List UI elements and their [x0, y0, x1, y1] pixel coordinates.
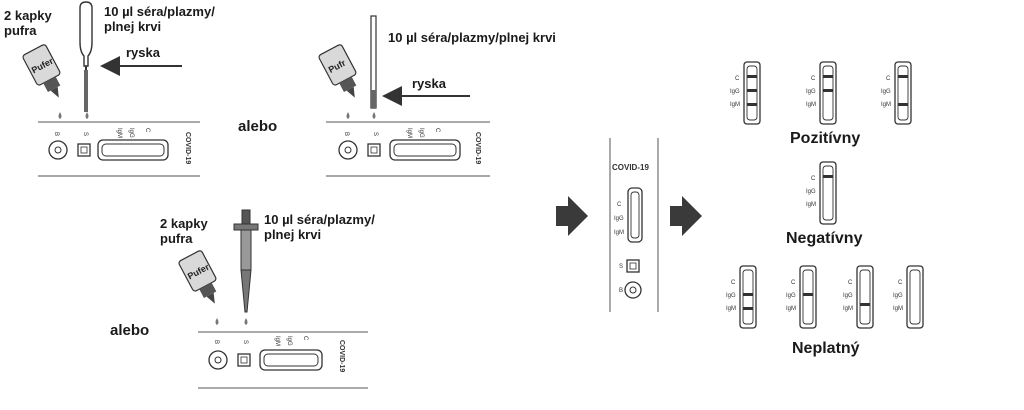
line-label: ryska	[126, 45, 160, 60]
result-positive-strip: C IgG IgM	[730, 61, 761, 125]
positive-result-label: Pozitívny	[790, 130, 861, 147]
svg-text:S: S	[619, 264, 623, 270]
invalid-result-label: Neplatný	[792, 340, 860, 357]
svg-text:IgG: IgG	[843, 293, 853, 299]
svg-text:C: C	[811, 176, 816, 182]
panel-top-right: Pufr COVID-19 B S IgM IgG C	[318, 15, 490, 177]
svg-text:IgG: IgG	[286, 336, 292, 346]
svg-text:COVID-19: COVID-19	[338, 340, 345, 372]
svg-text:IgG: IgG	[730, 89, 740, 95]
svg-text:C: C	[302, 336, 308, 341]
dropper-icon	[79, 1, 93, 112]
drop-icon	[244, 318, 248, 325]
sample-volume-label: 10 µl séra/plazmy/ plnej krvi	[104, 4, 215, 34]
test-cassette: COVID-19 B S IgM IgG C	[38, 121, 200, 177]
svg-text:IgG: IgG	[806, 189, 816, 195]
svg-text:C: C	[886, 76, 891, 82]
svg-text:IgG: IgG	[786, 293, 796, 299]
svg-text:IgM: IgM	[116, 128, 122, 138]
svg-text:B: B	[213, 340, 219, 344]
svg-text:IgG: IgG	[614, 216, 624, 222]
svg-text:IgM: IgM	[406, 128, 412, 138]
svg-text:IgM: IgM	[806, 102, 816, 108]
result-invalid-strip: C IgG IgM	[843, 265, 874, 329]
svg-text:C: C	[144, 128, 150, 133]
sample-volume-label: 10 µl séra/plazmy/ plnej krvi	[264, 212, 375, 242]
or-label: alebo	[110, 322, 150, 339]
drops-label: 2 kapky pufra	[4, 8, 52, 38]
svg-text:IgG: IgG	[881, 89, 891, 95]
svg-text:IgM: IgM	[843, 306, 853, 312]
buffer-bottle-icon: Pufer	[178, 250, 217, 304]
svg-text:B: B	[53, 132, 59, 136]
flow-arrow-icon	[670, 196, 702, 236]
buffer-bottle-icon: Pufer	[22, 44, 61, 98]
svg-text:IgG: IgG	[726, 293, 736, 299]
drop-icon	[372, 112, 376, 119]
drop-icon	[346, 112, 350, 119]
flow-arrow-icon	[556, 196, 588, 236]
svg-text:C: C	[731, 280, 736, 286]
svg-text:IgG: IgG	[418, 128, 424, 138]
svg-text:B: B	[619, 288, 623, 294]
svg-text:C: C	[735, 76, 740, 82]
svg-text:IgM: IgM	[806, 202, 816, 208]
drop-icon	[215, 318, 219, 325]
svg-text:S: S	[82, 132, 88, 136]
svg-text:C: C	[848, 280, 853, 286]
result-positive-strip: C IgG IgM	[806, 61, 837, 125]
drop-icon	[58, 112, 62, 119]
svg-text:C: C	[617, 202, 622, 208]
negative-result-label: Negatívny	[786, 230, 863, 247]
test-cassette: COVID-19 B S IgM IgG C	[198, 331, 368, 389]
svg-text:IgM: IgM	[786, 306, 796, 312]
result-invalid-strip: C IgG IgM	[893, 265, 924, 329]
capillary-tube-icon	[370, 15, 377, 109]
svg-text:IgG: IgG	[893, 293, 903, 299]
result-negative-strip: C IgG IgM	[806, 161, 837, 225]
svg-text:IgM: IgM	[730, 102, 740, 108]
svg-text:C: C	[791, 280, 796, 286]
svg-text:C: C	[811, 76, 816, 82]
svg-text:COVID-19: COVID-19	[184, 132, 191, 164]
buffer-bottle-icon: Pufr	[318, 44, 357, 98]
drops-label: 2 kapky pufra	[160, 216, 208, 246]
svg-text:C: C	[434, 128, 440, 133]
pipette-icon	[233, 209, 259, 313]
svg-text:COVID-19: COVID-19	[474, 132, 481, 164]
svg-text:C: C	[898, 280, 903, 286]
panel-top-left: Pufer COVID-19 B S IgM IgG C	[22, 1, 200, 177]
svg-text:IgM: IgM	[274, 336, 280, 346]
svg-text:IgM: IgM	[881, 102, 891, 108]
test-cassette: COVID-19 B S IgM IgG C	[326, 121, 490, 177]
sample-volume-label: 10 µl séra/plazmy/plnej krvi	[388, 30, 556, 45]
center-cassette: COVID-19 C IgG IgM S B	[609, 138, 659, 312]
drop-icon	[85, 112, 89, 119]
result-invalid-strip: C IgG IgM	[726, 265, 757, 329]
svg-text:IgM: IgM	[893, 306, 903, 312]
svg-text:IgM: IgM	[726, 306, 736, 312]
panel-bottom: Pufer COVID-19 B S IgM IgG C	[178, 209, 368, 389]
svg-text:IgG: IgG	[128, 128, 134, 138]
svg-text:IgM: IgM	[614, 230, 624, 236]
result-positive-strip: C IgG IgM	[881, 61, 912, 125]
svg-text:B: B	[343, 132, 349, 136]
svg-text:S: S	[372, 132, 378, 136]
svg-text:S: S	[242, 340, 248, 344]
or-label: alebo	[238, 118, 278, 135]
line-label: ryska	[412, 76, 446, 91]
svg-text:COVID-19: COVID-19	[612, 163, 649, 172]
result-invalid-strip: C IgG IgM	[786, 265, 817, 329]
svg-text:IgG: IgG	[806, 89, 816, 95]
